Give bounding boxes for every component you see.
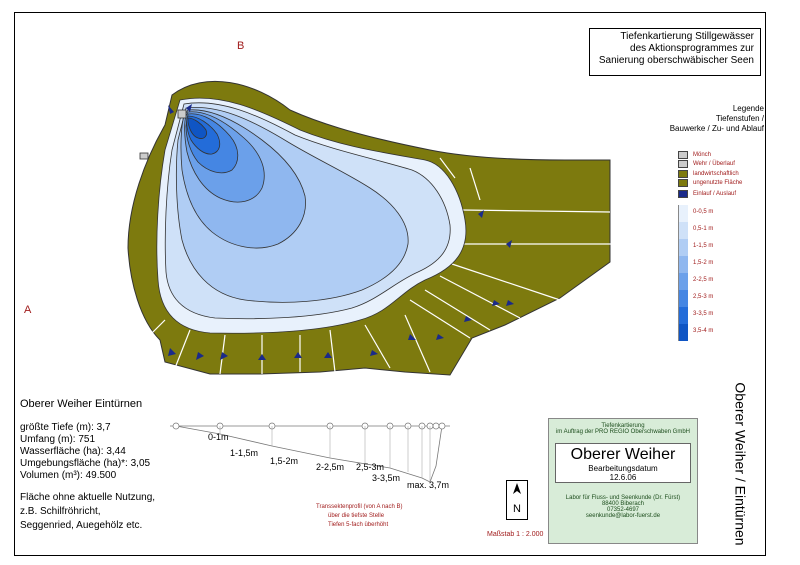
legend-depth-swatch (678, 239, 688, 256)
legend-depth-label: 2-2,5 m (693, 277, 714, 283)
depth-3.5-4 (187, 117, 207, 139)
profile-caption-3: Tiefen 5-fach überhöht (328, 522, 389, 528)
info-lab-2: 88400 Biberach (601, 501, 645, 507)
profile-depth-label: 1-1,5m (230, 448, 259, 458)
note-line-1: Fläche ohne aktuelle Nutzung, (20, 492, 156, 503)
info-line-1: Tiefenkartierung (601, 423, 645, 429)
legend-depth-swatch (678, 324, 688, 341)
north-label: N (513, 503, 521, 515)
profile-caption-2: über die tiefste Stelle (328, 513, 385, 519)
note-line-2: z.B. Schilfröhricht, (20, 506, 101, 517)
info-lab-1: Labor für Fluss- und Seenkunde (Dr. Fürs… (565, 495, 681, 501)
legend-depth-label: 3,5-4 m (693, 328, 714, 334)
info-name-panel: Oberer Weiher Bearbeitungsdatum 12.6.06 (555, 443, 691, 483)
point-label-b: B (237, 40, 245, 52)
lake-stat: Umfang (m): 751 (20, 434, 96, 445)
legend-depth-label: 3-3,5 m (693, 311, 714, 317)
info-date-label: Bearbeitungsdatum (588, 464, 658, 473)
info-lake-name: Oberer Weiher (570, 446, 676, 463)
legend-item-label: Mönch (693, 152, 712, 158)
vertical-title: Oberer Weiher / Eintürnen (731, 382, 751, 545)
legend-depth-swatch (678, 256, 688, 273)
inflow-arrows (168, 104, 514, 360)
legend-heading-1: Legende (732, 104, 764, 113)
title-line-2: des Aktionsprogrammes zur (630, 43, 754, 54)
legend-item-label: Einlauf / Auslauf (693, 191, 737, 197)
lake-stat: größte Tiefe (m): 3,7 (20, 422, 111, 433)
legend-depth-swatch (678, 205, 688, 222)
legend-depth-label: 1-1,5 m (693, 243, 714, 249)
legend-depth-swatch (678, 307, 688, 324)
profile-depth-label: 1,5-2m (270, 456, 299, 466)
legend-swatch (678, 160, 688, 168)
legend-depth-label: 0-0,5 m (693, 209, 714, 215)
info-line-2: im Auftrag der PRO REGIO Oberschwaben Gm… (555, 429, 691, 435)
map-frame (14, 12, 766, 556)
info-lab-4: seenkunde@labor-fuerst.de (585, 513, 661, 519)
legend-item-label: Wehr / Überlauf (693, 161, 735, 167)
field-boundaries (139, 157, 612, 375)
lake-name: Oberer Weiher Eintürnen (20, 398, 143, 410)
profile-depth-label: 0-1m (208, 432, 229, 442)
transect-profile (170, 422, 450, 483)
legend-swatch (678, 151, 688, 159)
legend-depth-label: 2,5-3 m (693, 294, 714, 300)
legend-depth-label: 1,5-2 m (693, 260, 714, 266)
lake-stat: Volumen (m³): 49.500 (20, 470, 117, 481)
info-box: Tiefenkartierung im Auftrag der PRO REGI… (548, 418, 698, 544)
profile-depth-label: 2-2,5m (316, 462, 345, 472)
note-line-3: Seggenried, Auegehölz etc. (20, 520, 143, 531)
info-lab-3: 07352-4697 (606, 507, 640, 513)
profile-caption-1: Transsektenprofil (von A nach B) (316, 504, 403, 510)
weir-structure (139, 152, 149, 160)
legend-depth-swatch (678, 273, 688, 290)
info-date: 12.6.06 (609, 473, 637, 482)
title-line-3: Sanierung oberschwäbischer Seen (598, 55, 754, 66)
legend-heading-2: Tiefenstufen / (715, 114, 764, 123)
legend-swatch (678, 190, 688, 198)
moench-structure (177, 109, 187, 119)
profile-depth-label: 3-3,5m (372, 473, 401, 483)
profile-depth-label: max. 3,7m (407, 480, 450, 490)
legend-item-label: ungenutzte Fläche (693, 180, 743, 186)
legend-swatch (678, 170, 688, 178)
map-title-box: Tiefenkartierung Stillgewässer des Aktio… (589, 28, 761, 76)
title-line-1: Tiefenkartierung Stillgewässer (620, 31, 754, 42)
lake-stat: Umgebungsfläche (ha)*: 3,05 (20, 458, 151, 469)
point-label-a: A (24, 304, 32, 316)
scale-label: Maßstab 1 : 2.000 (487, 531, 544, 538)
legend-swatch (678, 179, 688, 187)
legend-depth-swatch (678, 290, 688, 307)
vertical-title-text: Oberer Weiher / Eintürnen (733, 382, 749, 546)
legend-heading-3: Bauwerke / Zu- und Ablauf (669, 124, 764, 133)
legend-depth-swatch (678, 222, 688, 239)
legend-item-label: landwirtschaftlich (693, 171, 739, 177)
profile-depth-label: 2,5-3m (356, 462, 385, 472)
legend-depth-label: 0,5-1 m (693, 226, 714, 232)
north-arrow-icon: N (506, 480, 528, 520)
lake-stat: Wasserfläche (ha): 3,44 (20, 446, 126, 457)
legend-heading: Legende Tiefenstufen / Bauwerke / Zu- un… (640, 104, 764, 134)
